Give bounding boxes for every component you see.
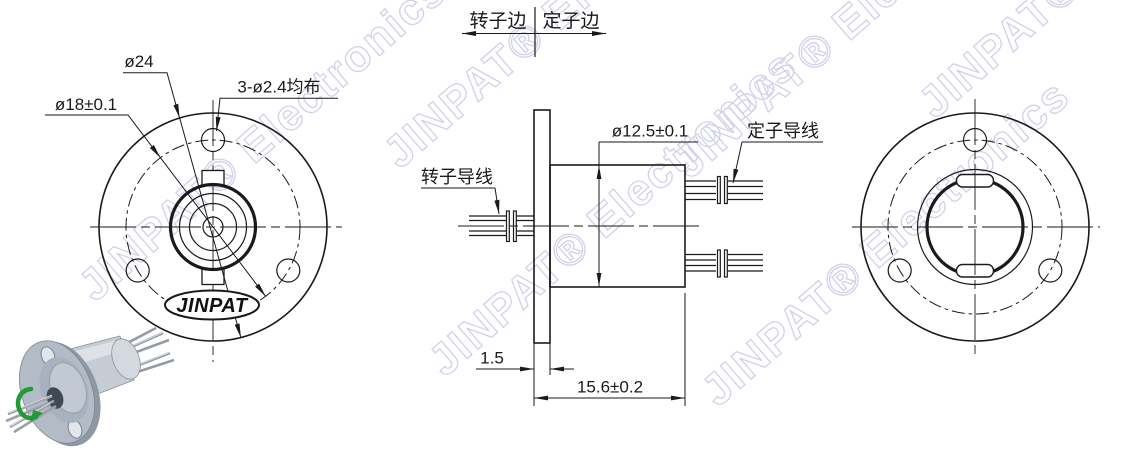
preview-body-highlight bbox=[72, 340, 121, 365]
stator-wire-label: 定子导线 bbox=[747, 121, 819, 141]
preview-body-endcap bbox=[111, 338, 141, 380]
rear-view bbox=[852, 99, 1100, 357]
rotor-wire-callout: 转子导线 bbox=[421, 167, 500, 215]
bottom-dimensions: 1.5 15.6±0.2 bbox=[476, 293, 686, 406]
stator-wire-callout: 定子导线 bbox=[732, 121, 823, 184]
stator-side-label: 定子边 bbox=[542, 10, 599, 32]
front-flange-outline bbox=[98, 112, 328, 342]
stator-wire-bundle-bottom bbox=[685, 249, 763, 278]
jinpat-logo-text: JINPAT bbox=[176, 295, 248, 317]
side-view: 转子边 定子边 bbox=[421, 7, 823, 406]
dim-overall-length: 15.6±0.2 bbox=[577, 378, 643, 397]
dim-bolt-circle: ø18±0.1 bbox=[55, 95, 117, 114]
front-hub-inner-ring bbox=[188, 202, 238, 252]
dim-body-diameter: ø12.5±0.1 bbox=[612, 122, 688, 141]
dim-mounting-holes: 3-ø2.4均布 bbox=[237, 78, 320, 97]
preview-rotor-wire-highlights bbox=[8, 394, 53, 427]
dim-flange-diameter: ø24 bbox=[124, 52, 153, 71]
front-mounting-holes bbox=[125, 127, 301, 283]
watermark-layer: JINPAT® Electronics JINPAT® Electronics … bbox=[69, 0, 1127, 416]
side-header: 转子边 定子边 bbox=[462, 7, 606, 57]
dim-flange-thickness: 1.5 bbox=[480, 349, 504, 368]
front-bolt-circle bbox=[125, 139, 301, 315]
front-hub-ring bbox=[178, 192, 248, 262]
stator-wire-bundle-top bbox=[685, 175, 763, 205]
front-dimension-leaders bbox=[45, 72, 338, 338]
dim-body-diameter-group: ø12.5±0.1 bbox=[596, 122, 698, 287]
rotation-arrow-icon bbox=[15, 386, 43, 422]
front-bottom-tab bbox=[201, 268, 225, 286]
front-hub-outline bbox=[168, 182, 258, 272]
rotor-side-label: 转子边 bbox=[469, 10, 526, 32]
jinpat-logo-ellipse bbox=[164, 289, 260, 321]
product-3d-preview bbox=[5, 326, 175, 447]
rotor-wire-label: 转子导线 bbox=[421, 167, 493, 187]
front-view: ø24 ø18±0.1 3-ø2.4均布 JINPAT bbox=[45, 52, 342, 362]
rotor-wire-bundle bbox=[469, 210, 534, 243]
